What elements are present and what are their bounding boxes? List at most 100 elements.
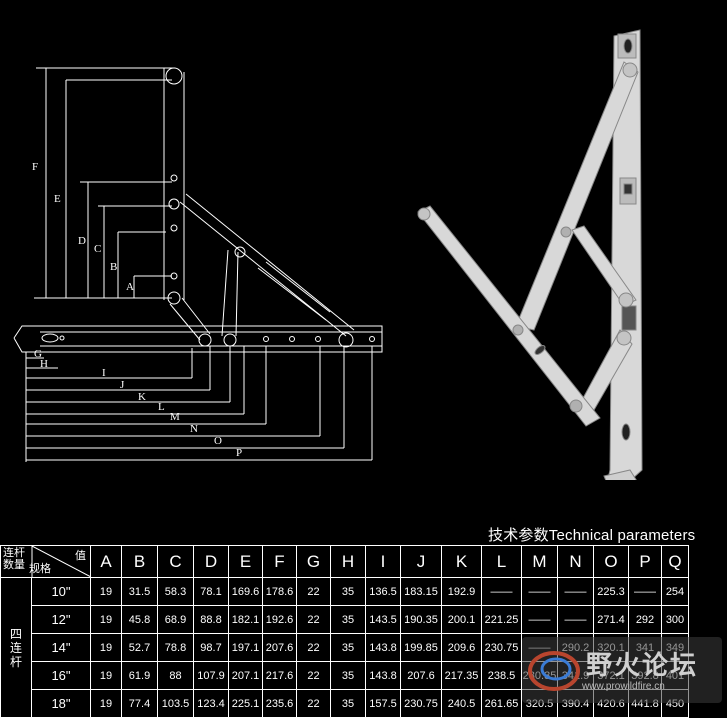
value-cell-H: 35: [330, 605, 366, 634]
value-cell-D: 78.1: [193, 577, 229, 606]
value-cell-K: 200.1: [441, 605, 482, 634]
corner-spec-label: 规格: [29, 563, 51, 575]
column-header-I: I: [365, 545, 401, 578]
watermark-logo-icon: [528, 651, 580, 691]
column-header-Q: Q: [661, 545, 689, 578]
corner-diagonal: [31, 546, 90, 577]
column-header-L: L: [481, 545, 522, 578]
column-header-N: N: [557, 545, 594, 578]
value-cell-E: 197.1: [228, 633, 263, 662]
dimension-lines: [13, 67, 383, 462]
value-cell-C: 68.9: [157, 605, 194, 634]
dim-label-F: F: [32, 161, 38, 173]
value-cell-H: 35: [330, 577, 366, 606]
value-cell-A: 19: [90, 577, 122, 606]
value-cell-K: 217.35: [441, 661, 482, 690]
column-header-K: K: [441, 545, 482, 578]
value-cell-J: 183.15: [400, 577, 442, 606]
dim-label-H: H: [40, 358, 48, 370]
value-cell-C: 58.3: [157, 577, 194, 606]
column-header-O: O: [593, 545, 629, 578]
value-cell-A: 19: [90, 661, 122, 690]
value-cell-I: 157.5: [365, 689, 401, 718]
value-cell-A: 19: [90, 689, 122, 718]
column-header-D: D: [193, 545, 229, 578]
value-cell-D: 107.9: [193, 661, 229, 690]
column-header-J: J: [400, 545, 442, 578]
dim-label-N: N: [190, 423, 198, 435]
value-cell-O: 225.3: [593, 577, 629, 606]
value-cell-B: 45.8: [121, 605, 158, 634]
dim-label-E: E: [54, 193, 61, 205]
value-cell-N: ——: [557, 605, 594, 634]
value-cell-J: 199.85: [400, 633, 442, 662]
value-cell-B: 52.7: [121, 633, 158, 662]
hinge-diagram: F E D C B A G H I J K L M N O P: [13, 29, 643, 480]
size-cell: 18": [31, 689, 91, 718]
value-cell-K: 240.5: [441, 689, 482, 718]
value-cell-E: 225.1: [228, 689, 263, 718]
value-cell-N: ——: [557, 577, 594, 606]
column-header-M: M: [521, 545, 558, 578]
value-cell-L: 261.65: [481, 689, 522, 718]
value-cell-C: 78.8: [157, 633, 194, 662]
value-cell-F: 207.6: [262, 633, 297, 662]
dim-label-C: C: [94, 243, 101, 255]
column-header-G: G: [296, 545, 331, 578]
value-cell-Q: 300: [661, 605, 689, 634]
dim-label-B: B: [110, 261, 117, 273]
value-cell-E: 169.6: [228, 577, 263, 606]
value-cell-K: 192.9: [441, 577, 482, 606]
corner-link-count-label: 连杆数量: [3, 547, 25, 571]
dim-label-P: P: [236, 447, 242, 459]
watermark-text: 野火论坛: [586, 650, 699, 680]
size-cell: 10": [31, 577, 91, 606]
value-cell-F: 235.6: [262, 689, 297, 718]
dim-label-A: A: [126, 281, 134, 293]
value-cell-I: 143.8: [365, 633, 401, 662]
dim-label-L: L: [158, 401, 165, 413]
watermark-url: www.prowildfire.cn: [582, 681, 665, 692]
value-cell-P: 292: [628, 605, 662, 634]
size-cell: 16": [31, 661, 91, 690]
value-cell-J: 207.6: [400, 661, 442, 690]
value-cell-D: 98.7: [193, 633, 229, 662]
value-cell-L: 230.75: [481, 633, 522, 662]
column-header-F: F: [262, 545, 297, 578]
value-cell-F: 217.6: [262, 661, 297, 690]
value-cell-G: 22: [296, 661, 331, 690]
value-cell-E: 207.1: [228, 661, 263, 690]
value-cell-D: 123.4: [193, 689, 229, 718]
value-cell-M: ——: [521, 577, 558, 606]
value-cell-F: 192.6: [262, 605, 297, 634]
column-header-E: E: [228, 545, 263, 578]
table-corner-cell: 连杆数量 值 规格: [0, 545, 91, 578]
value-cell-J: 190.35: [400, 605, 442, 634]
dim-label-K: K: [138, 391, 146, 403]
dim-label-I: I: [102, 367, 106, 379]
value-cell-L: 221.25: [481, 605, 522, 634]
column-header-C: C: [157, 545, 194, 578]
value-cell-C: 88: [157, 661, 194, 690]
value-cell-P: ——: [628, 577, 662, 606]
dim-label-G: G: [34, 348, 42, 360]
dim-label-O: O: [214, 435, 222, 447]
dim-label-D: D: [78, 235, 86, 247]
value-cell-D: 88.8: [193, 605, 229, 634]
value-cell-C: 103.5: [157, 689, 194, 718]
size-cell: 12": [31, 605, 91, 634]
value-cell-I: 143.5: [365, 605, 401, 634]
value-cell-B: 31.5: [121, 577, 158, 606]
column-header-H: H: [330, 545, 366, 578]
value-cell-O: 271.4: [593, 605, 629, 634]
value-cell-B: 77.4: [121, 689, 158, 718]
value-cell-H: 35: [330, 633, 366, 662]
value-cell-J: 230.75: [400, 689, 442, 718]
dim-label-M: M: [170, 411, 180, 423]
size-cell: 14": [31, 633, 91, 662]
column-header-B: B: [121, 545, 158, 578]
